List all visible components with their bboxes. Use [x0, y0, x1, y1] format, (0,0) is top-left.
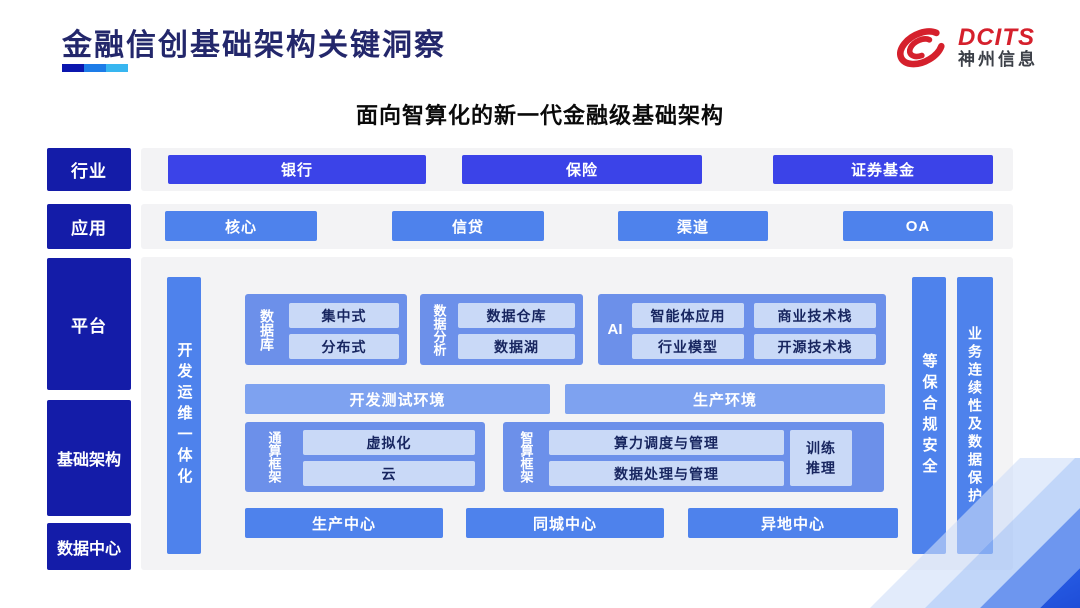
- analytics-group-label: 数据分析: [431, 303, 447, 356]
- logo-company-name: 神州信息: [958, 50, 1038, 70]
- app-core: 核心: [165, 211, 317, 241]
- company-logo: DCITS 神州信息: [890, 18, 1038, 78]
- underline-segment: [84, 64, 106, 72]
- underline-segment: [106, 64, 128, 72]
- page-title: 金融信创基础架构关键洞察: [62, 29, 446, 62]
- continuity-bar: 业务连续性及数据保护: [957, 277, 993, 554]
- center-production: 生产中心: [245, 508, 443, 538]
- chip-cloud: 云: [303, 461, 475, 486]
- row-label-datacenter: 数据中心: [47, 523, 131, 570]
- ai-group-label: AI: [607, 321, 623, 338]
- app-channel: 渠道: [618, 211, 768, 241]
- chip-centralized: 集中式: [289, 303, 399, 328]
- analytics-group: 数据分析 数据仓库 数据湖: [420, 294, 583, 365]
- chip-commercial-stack: 商业技术栈: [754, 303, 876, 328]
- intelligent-compute-group: 智算框架 算力调度与管理 数据处理与管理 训练 推理: [503, 422, 884, 492]
- industry-securities: 证券基金: [773, 155, 993, 184]
- underline-segment: [62, 64, 84, 72]
- continuity-bar-label: 业务连续性及数据保护: [967, 325, 983, 506]
- logo-text: DCITS 神州信息: [958, 25, 1038, 71]
- general-compute-label: 通算框架: [266, 431, 282, 483]
- chip-opensource-stack: 开源技术栈: [754, 334, 876, 359]
- diagram-title: 面向智算化的新一代金融级基础架构: [355, 103, 724, 128]
- general-compute-group: 通算框架 虚拟化 云: [245, 422, 485, 492]
- logo-swirl-icon: [897, 28, 945, 68]
- devops-bar: 开发运维一体化: [167, 277, 201, 554]
- title-underline: [62, 64, 128, 72]
- chip-data-processing: 数据处理与管理: [549, 461, 784, 486]
- industry-bank: 银行: [168, 155, 426, 184]
- row-label-industry: 行业: [47, 148, 131, 191]
- dev-test-env-bar: 开发测试环境: [245, 384, 550, 414]
- intelligent-compute-label: 智算框架: [518, 431, 534, 483]
- decor-stripe: [1040, 458, 1080, 608]
- chip-data-lake: 数据湖: [458, 334, 575, 359]
- chip-data-warehouse: 数据仓库: [458, 303, 575, 328]
- chip-training-inference: 训练 推理: [790, 430, 852, 486]
- database-group: 数据库 集中式 分布式: [245, 294, 407, 365]
- ai-group: AI 智能体应用 商业技术栈 行业模型 开源技术栈: [598, 294, 886, 365]
- center-same-city: 同城中心: [466, 508, 664, 538]
- security-bar-label: 等保合规安全: [920, 352, 938, 479]
- chip-distributed: 分布式: [289, 334, 399, 359]
- app-credit: 信贷: [392, 211, 544, 241]
- center-remote: 异地中心: [688, 508, 898, 538]
- row-label-platform: 平台: [47, 258, 131, 390]
- production-env-bar: 生产环境: [565, 384, 885, 414]
- devops-bar-label: 开发运维一体化: [175, 342, 193, 489]
- database-group-label: 数据库: [259, 308, 275, 351]
- security-bar: 等保合规安全: [912, 277, 946, 554]
- chip-industry-models: 行业模型: [632, 334, 744, 359]
- row-label-application: 应用: [47, 204, 131, 249]
- app-oa: OA: [843, 211, 993, 241]
- industry-insurance: 保险: [462, 155, 702, 184]
- chip-virtualization: 虚拟化: [303, 430, 475, 455]
- logo-brand: DCITS: [958, 24, 1035, 52]
- chip-compute-scheduling: 算力调度与管理: [549, 430, 784, 455]
- row-label-infrastructure: 基础架构: [47, 400, 131, 516]
- chip-agent-apps: 智能体应用: [632, 303, 744, 328]
